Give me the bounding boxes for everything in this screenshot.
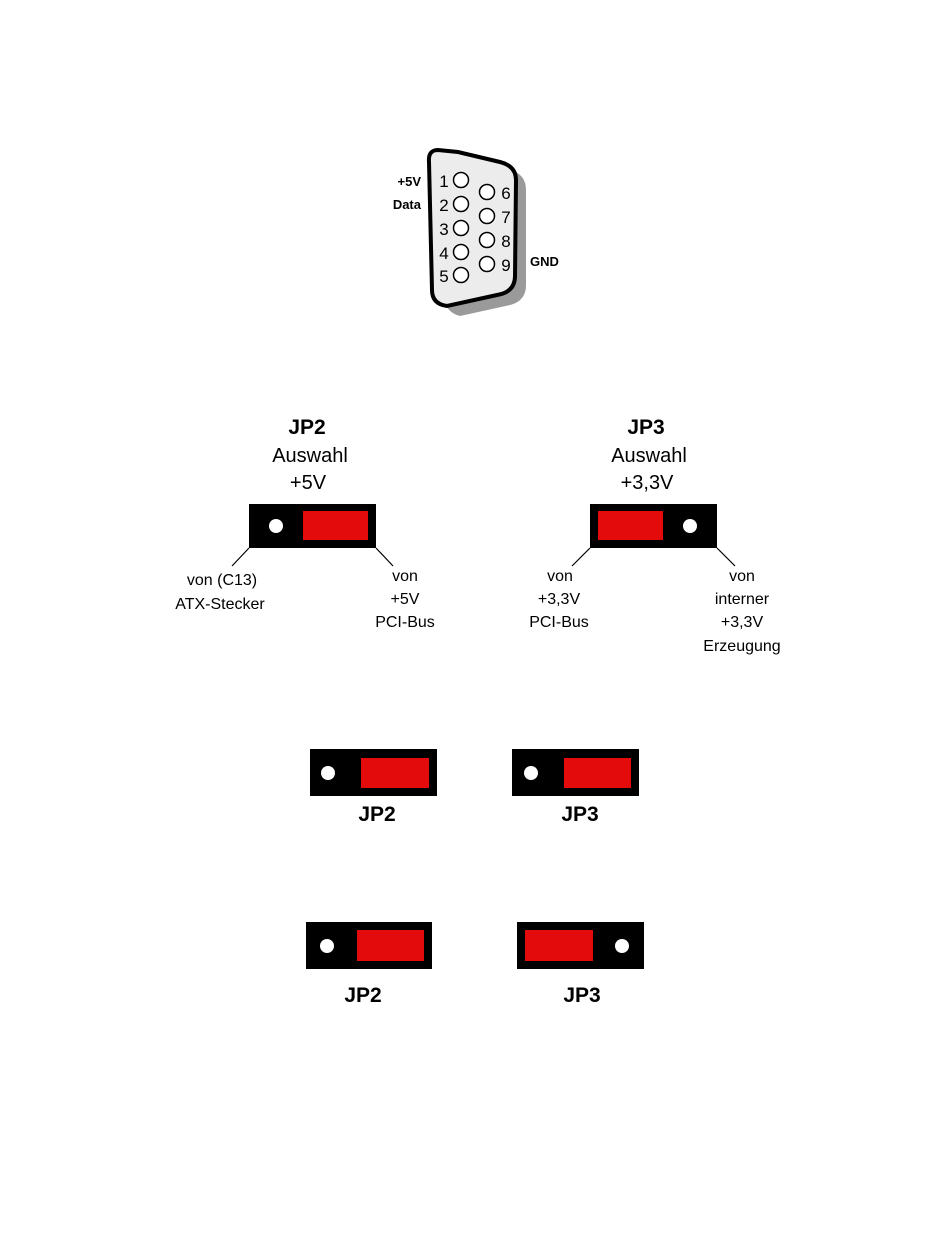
pin-number-3: 3 [439,220,448,239]
row2-jp2-jumper-cap [357,930,424,961]
row2-jp3-label: JP3 [563,984,600,1007]
config-row-1: JP2 JP3 [310,749,639,826]
pin-number-1: 1 [439,172,448,191]
row1-jp2-label: JP2 [358,803,395,826]
row1-jp2-jumper-cap [361,758,429,788]
pin-number-8: 8 [501,232,510,251]
pin-number-6: 6 [501,184,510,203]
jp2-voltage: +5V [290,472,327,494]
jp3-right-leader [717,548,735,566]
pin-number-4: 4 [439,244,448,263]
pin2-signal-label: Data [393,197,422,212]
jp3-left-label-1: von [547,568,573,585]
jp2-left-label-2: ATX-Stecker [175,596,265,613]
row1-jp2-open-pin [321,766,335,780]
jp2-right-label-2: +5V [391,591,420,608]
jp2-jumper-cap [303,511,368,540]
pin-6-hole [480,185,495,200]
pin-1-hole [454,173,469,188]
pin9-signal-label: GND [530,254,559,269]
jp3-open-pin [683,519,697,533]
pin-3-hole [454,221,469,236]
jp3-right-label-4: Erzeugung [703,638,780,655]
jp2-left-leader [232,548,249,566]
jp3-left-label-2: +3,3V [538,591,581,608]
jp3-right-label-2: interner [715,591,770,608]
pin1-signal-label: +5V [398,174,422,189]
row2-jp3-jumper-cap [525,930,593,961]
pin-number-2: 2 [439,196,448,215]
pin-5-hole [454,268,469,283]
pin-8-hole [480,233,495,248]
pin-9-hole [480,257,495,272]
row2-jp2-label: JP2 [344,984,381,1007]
jp3-left-label-3: PCI-Bus [529,614,589,631]
pin-7-hole [480,209,495,224]
jp2-right-leader [376,548,393,566]
jp2-title: JP2 [288,416,325,439]
jp3-jumper-cap [598,511,663,540]
jp2-left-label-1: von (C13) [187,572,257,589]
pin-2-hole [454,197,469,212]
jp3-right-label-1: von [729,568,755,585]
jp2-detail: JP2 Auswahl +5V von (C13) ATX-Stecker vo… [175,416,435,631]
pin-number-7: 7 [501,208,510,227]
jp3-subtitle: Auswahl [611,445,687,467]
pin-number-9: 9 [501,256,510,275]
row1-jp3-jumper-cap [564,758,631,788]
jp3-left-leader [572,548,590,566]
jp3-voltage: +3,3V [621,472,674,494]
dsub9-connector: 1 2 3 4 5 6 7 8 9 +5V Data GND [393,150,559,316]
row1-jp3-open-pin [524,766,538,780]
jp2-open-pin [269,519,283,533]
row1-jp3-label: JP3 [561,803,598,826]
jp3-right-label-3: +3,3V [721,614,764,631]
pin-number-5: 5 [439,267,448,286]
jp2-right-label-1: von [392,568,418,585]
row2-jp3-open-pin [615,939,629,953]
config-row-2: JP2 JP3 [306,922,644,1007]
jp2-subtitle: Auswahl [272,445,348,467]
jp2-right-label-3: PCI-Bus [375,614,435,631]
jp3-title: JP3 [627,416,664,439]
pin-4-hole [454,245,469,260]
jp3-detail: JP3 Auswahl +3,3V von +3,3V PCI-Bus von … [529,416,780,655]
row2-jp2-open-pin [320,939,334,953]
